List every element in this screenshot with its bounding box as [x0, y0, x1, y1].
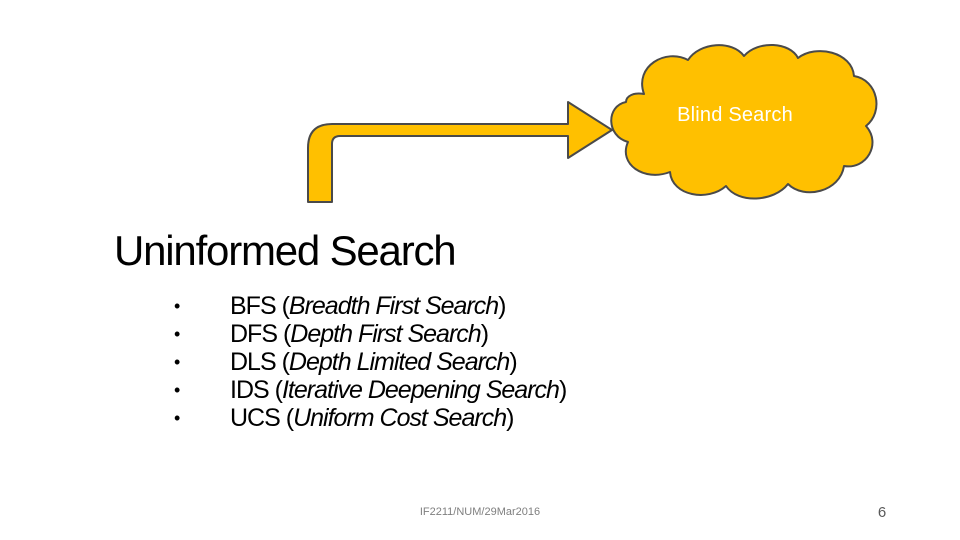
- cloud-label: Blind Search: [677, 104, 793, 126]
- bullet-full-name: Depth Limited Search: [288, 348, 510, 376]
- bullet-dot: •: [174, 324, 180, 344]
- bent-arrow-path: [307, 101, 613, 203]
- bullet-abbr: IDS: [230, 376, 270, 404]
- slide-footer: IF2211/NUM/29Mar2016: [419, 506, 541, 518]
- bullet-text: BFS (Breadth First Search): [230, 292, 506, 320]
- bullet-text: DFS (Depth First Search): [230, 320, 489, 348]
- bullet-full-name: Breadth First Search: [288, 292, 499, 320]
- bullet-text: IDS (Iterative Deepening Search): [230, 376, 567, 404]
- bullet-dot: •: [174, 408, 180, 428]
- bullet-dot: •: [174, 352, 180, 372]
- bullet-full-name: Uniform Cost Search: [293, 404, 507, 432]
- cloud-shape: [610, 43, 878, 200]
- bullet-dot: •: [174, 296, 180, 316]
- slide-title: Uninformed Search: [114, 227, 457, 274]
- bent-arrow-shape: [307, 101, 613, 203]
- bullet-text: UCS (Uniform Cost Search): [230, 404, 514, 432]
- bullet-full-name: Depth First Search: [290, 320, 481, 348]
- bullet-abbr: BFS: [230, 292, 277, 320]
- page-number: 6: [877, 504, 887, 521]
- bullet-abbr: DFS: [230, 320, 278, 348]
- bullet-text: DLS (Depth Limited Search): [230, 348, 518, 376]
- bullet-abbr: DLS: [230, 348, 277, 376]
- bullet-abbr: UCS: [230, 404, 281, 432]
- bullet-dot: •: [174, 380, 180, 400]
- cloud-path: [610, 43, 878, 200]
- bullet-full-name: Iterative Deepening Search: [281, 376, 560, 404]
